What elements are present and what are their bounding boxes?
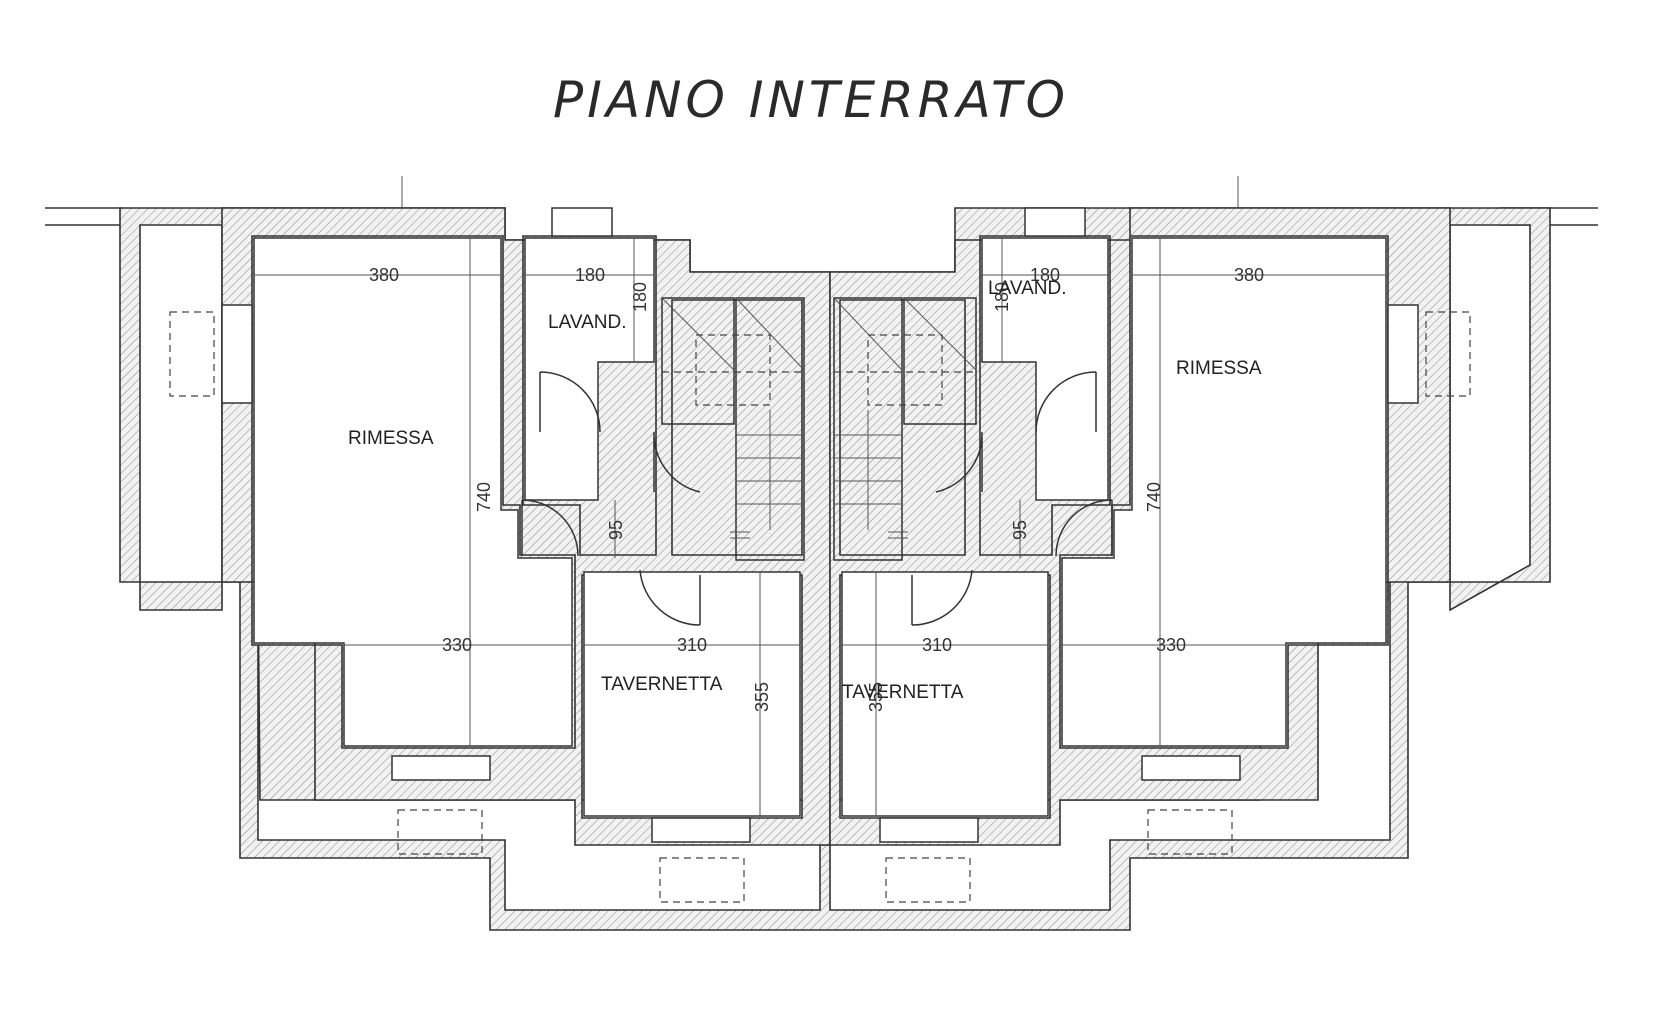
right-stair-door bbox=[935, 431, 983, 493]
dim-right-lavand-depth: 180 bbox=[992, 282, 1012, 312]
left-tavernetta-area bbox=[583, 571, 801, 817]
left-rimessa-door bbox=[521, 499, 579, 557]
dim-left-corridor: 95 bbox=[606, 520, 626, 540]
left-side-window bbox=[221, 304, 253, 404]
right-lavand-door bbox=[1035, 371, 1097, 433]
left-lavand-door bbox=[539, 371, 601, 433]
dim-right-lavand-width: 180 bbox=[1030, 265, 1060, 285]
room-label-right-tavernetta: TAVERNETTA bbox=[842, 682, 964, 703]
right-tavernetta-door bbox=[911, 569, 973, 626]
dim-left-lavand-width: 180 bbox=[575, 265, 605, 285]
right-lavand-window bbox=[1024, 207, 1086, 237]
room-label-left-rimessa: RIMESSA bbox=[348, 428, 434, 449]
plan-title: PIANO INTERRATO bbox=[553, 71, 1069, 129]
room-label-right-lavand: LAVAND. bbox=[988, 278, 1067, 299]
doors bbox=[521, 371, 1113, 626]
left-rimessa-area bbox=[253, 237, 573, 747]
dim-left-rimessa-depth: 740 bbox=[474, 482, 494, 512]
left-tavernetta-door bbox=[639, 569, 701, 626]
dim-left-lavand-depth: 180 bbox=[630, 282, 650, 312]
room-interiors bbox=[253, 237, 1387, 817]
dim-right-tavernetta-width: 310 bbox=[922, 635, 952, 655]
right-rimessa-door bbox=[1055, 499, 1113, 557]
right-tavernetta-window bbox=[879, 817, 979, 843]
dim-right-tavernetta-depth: 355 bbox=[866, 682, 886, 712]
dim-right-rimessa-depth: 740 bbox=[1144, 482, 1164, 512]
right-unit-walls bbox=[829, 207, 1451, 846]
left-tavernetta-window bbox=[651, 817, 751, 843]
light-wells bbox=[169, 311, 1471, 903]
room-labels: RIMESSA LAVAND. TAVERNETTA RIMESSA LAVAN… bbox=[348, 278, 1262, 703]
windows bbox=[221, 207, 1419, 843]
left-lavand-window bbox=[551, 207, 613, 237]
left-staircase bbox=[661, 297, 805, 561]
dim-left-tavernetta-width: 310 bbox=[677, 635, 707, 655]
right-rimessa-window bbox=[1141, 755, 1241, 781]
dimension-labels: 380 180 180 740 95 330 310 355 380 180 1… bbox=[369, 265, 1264, 712]
left-rimessa-window bbox=[391, 755, 491, 781]
right-staircase bbox=[833, 297, 977, 561]
room-label-left-tavernetta: TAVERNETTA bbox=[601, 674, 723, 695]
right-rimessa-area bbox=[1061, 237, 1387, 747]
dim-left-tavernetta-depth: 355 bbox=[752, 682, 772, 712]
dim-left-rimessa-width: 380 bbox=[369, 265, 399, 285]
right-side-window bbox=[1387, 304, 1419, 404]
dim-right-rimessa-width: 380 bbox=[1234, 265, 1264, 285]
room-label-left-lavand: LAVAND. bbox=[548, 312, 627, 333]
dim-left-lower-width: 330 bbox=[442, 635, 472, 655]
dim-right-corridor: 95 bbox=[1010, 520, 1030, 540]
dim-right-lower-width: 330 bbox=[1156, 635, 1186, 655]
room-label-right-rimessa: RIMESSA bbox=[1176, 358, 1262, 379]
dimension-lines bbox=[254, 238, 1386, 816]
right-tavernetta-area bbox=[841, 571, 1049, 817]
left-stair-door bbox=[653, 431, 701, 493]
